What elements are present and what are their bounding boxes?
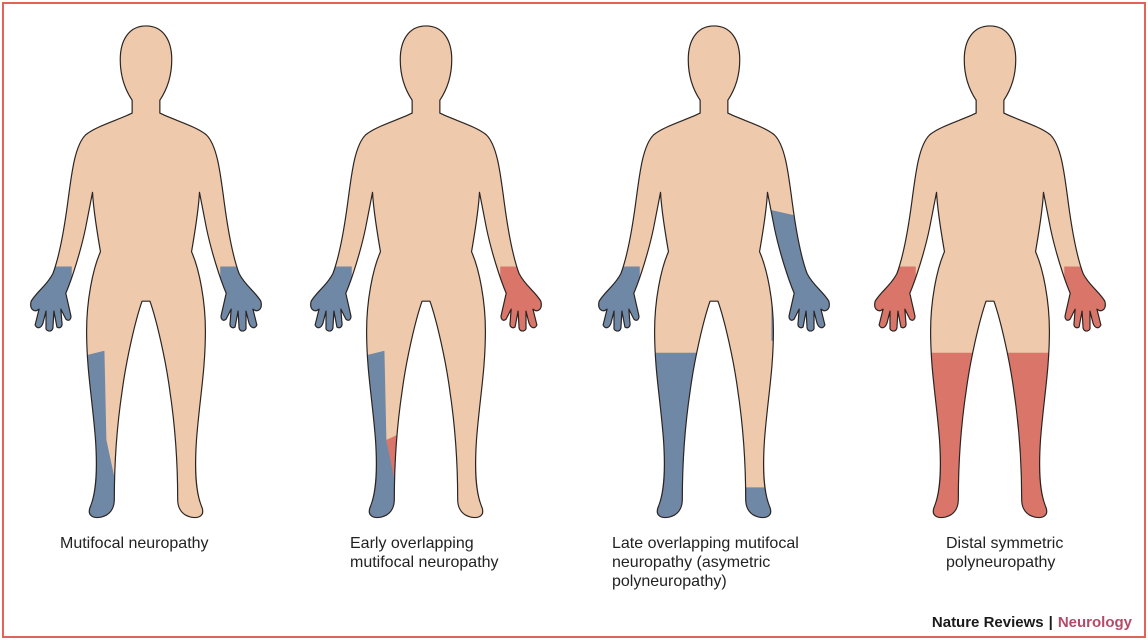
caption-distal-symmetric: Distal symmetric polyneuropathy	[946, 534, 1063, 572]
affected-region-right-hand	[307, 267, 352, 341]
journal-section: Neurology	[1058, 614, 1132, 631]
body-figure-multifocal	[26, 22, 266, 522]
caption-multifocal: Mutifocal neuropathy	[60, 534, 209, 553]
body-figure-late-overlapping	[594, 22, 834, 522]
journal-credit: Nature Reviews | Neurology	[932, 614, 1132, 631]
credit-separator: |	[1049, 614, 1053, 631]
journal-name: Nature Reviews	[932, 614, 1044, 631]
body-figure-early-overlapping	[306, 22, 546, 522]
body-silhouette-svg	[594, 22, 834, 522]
affected-region-right-hand	[27, 267, 72, 341]
affected-region-left-hand	[1064, 267, 1109, 341]
affected-region-left-hand	[220, 267, 265, 341]
affected-region-right-hand	[871, 267, 916, 341]
body-silhouette-svg	[306, 22, 546, 522]
affected-region-left-hand	[500, 267, 545, 341]
body-silhouette-svg	[870, 22, 1110, 522]
affected-region-right-hand	[595, 267, 640, 341]
body-figure-distal-symmetric	[870, 22, 1110, 522]
body-silhouette-svg	[26, 22, 266, 522]
caption-early-overlapping: Early overlapping mutifocal neuropathy	[350, 534, 499, 572]
caption-late-overlapping: Late overlapping mutifocal neuropathy (a…	[612, 534, 799, 591]
